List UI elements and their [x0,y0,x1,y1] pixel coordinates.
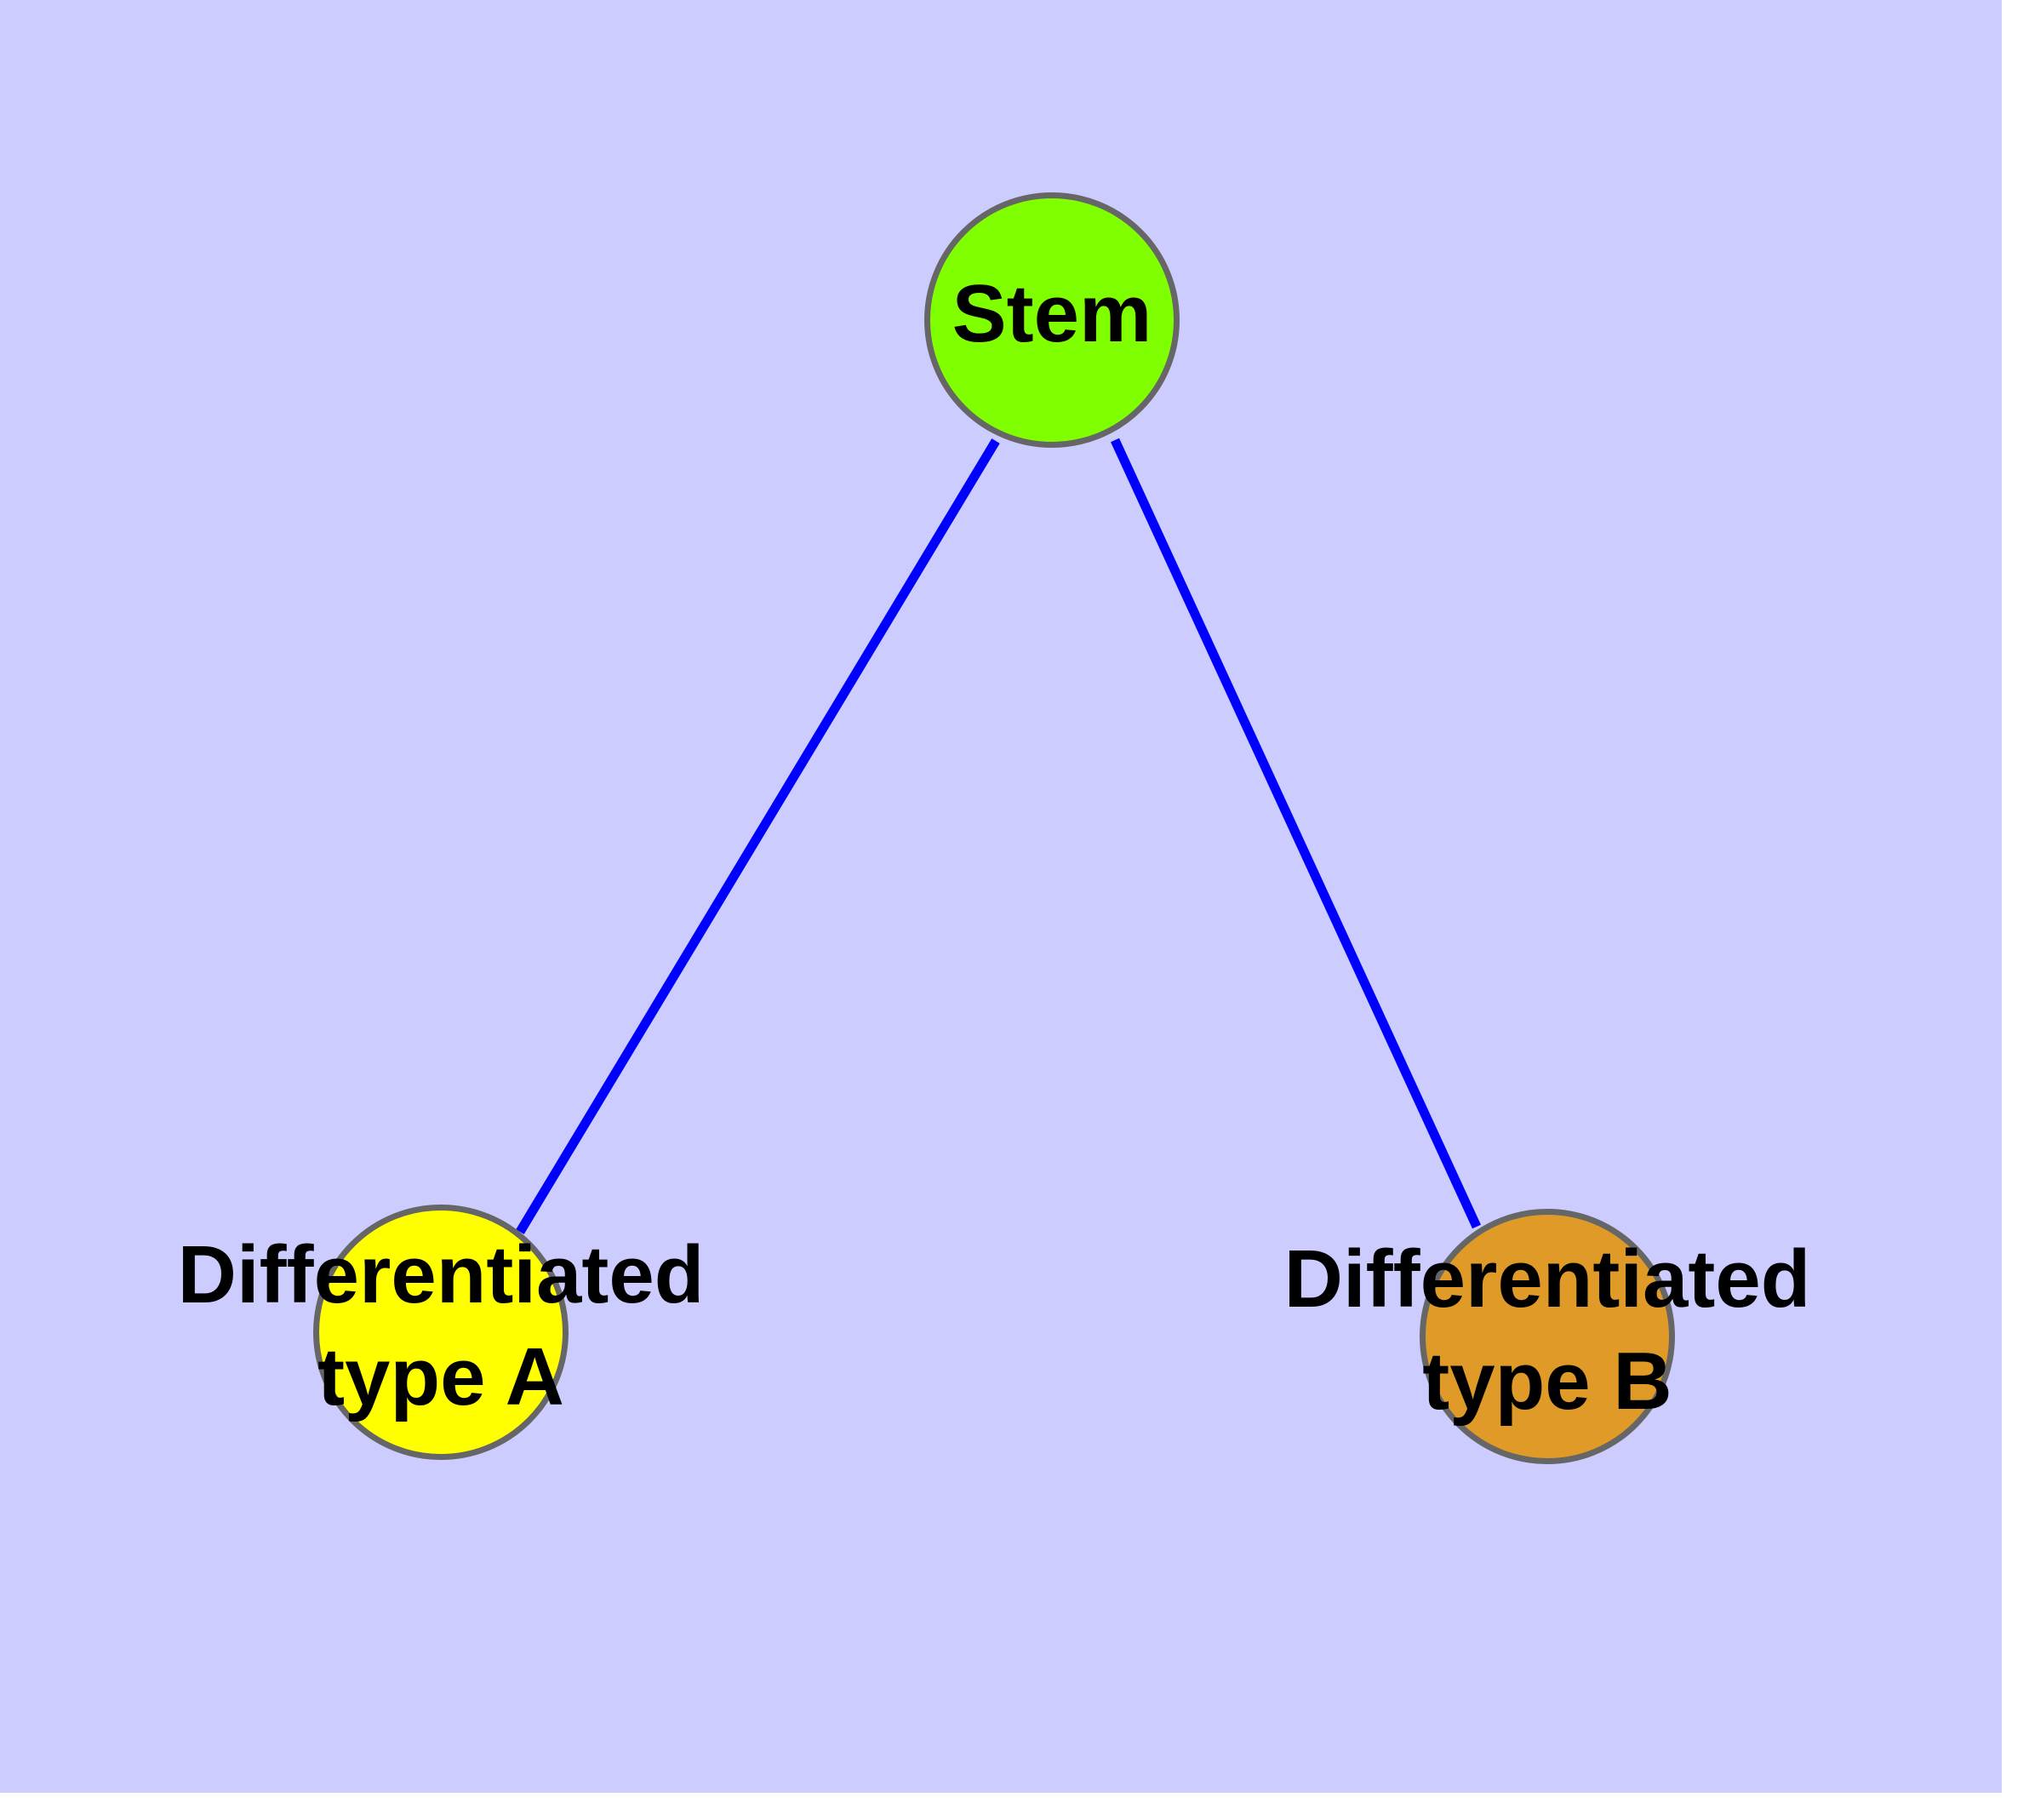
edges-group [516,438,1481,1234]
graph-node-label-diff_b: Differentiated type B [1284,1233,1811,1427]
graph-node-label-line: type B [1422,1336,1672,1427]
graph-node-label-line: Differentiated [1284,1233,1811,1325]
graph-node-label-line: Differentiated [178,1229,705,1320]
graph-node-diff_b[interactable] [1420,1209,1675,1464]
graph-node-label-diff_a: Differentiated type A [178,1229,705,1422]
graph-node-diff_a[interactable] [313,1205,569,1460]
graph-node-label-line: type A [317,1331,564,1422]
graph-node-label-line: Stem [952,268,1152,359]
graph-edge-stem-to-diff-b [1111,438,1481,1229]
graph-node-stem[interactable] [924,192,1180,448]
graph-node-label-stem: Stem [952,268,1152,359]
graph-edge-stem-to-diff-a [516,438,1000,1234]
nodes-group [313,192,1675,1464]
